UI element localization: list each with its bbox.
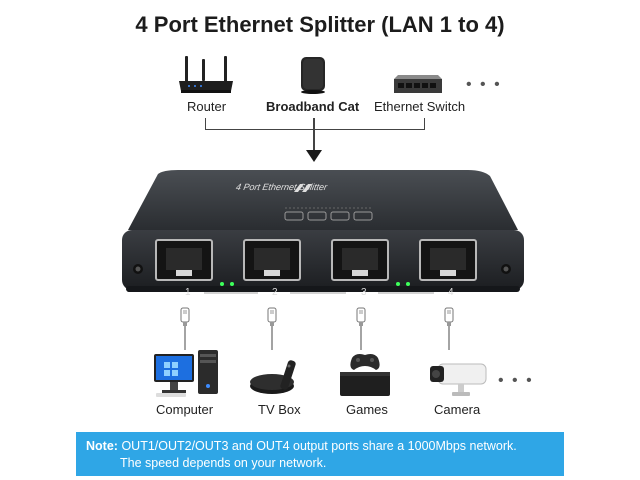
ethernet-cable-icon — [267, 307, 277, 350]
output-label-tv-box: TV Box — [258, 402, 301, 417]
output-label-games: Games — [346, 402, 388, 417]
ethernet-switch-icon — [394, 75, 442, 93]
tv-box-icon — [250, 360, 296, 394]
port-number-3: 3 — [361, 287, 367, 298]
source-connector — [205, 118, 425, 130]
more-outputs-indicator: • • • — [498, 372, 534, 389]
ethernet-cable-icon — [180, 307, 190, 350]
device-caption: 4 Port Ethernet Splitter — [235, 182, 328, 192]
note-banner: Note: OUT1/OUT2/OUT3 and OUT4 output por… — [76, 432, 564, 476]
more-sources-indicator: • • • — [466, 76, 502, 93]
connector-stem — [313, 118, 315, 152]
computer-icon — [154, 350, 218, 397]
source-label-broadband-cat: Broadband Cat — [266, 99, 360, 114]
note-line-2: The speed depends on your network. — [120, 456, 327, 470]
port-number-4: 4 — [448, 287, 454, 298]
ethernet-splitter-device — [122, 170, 524, 294]
ethernet-cable-icon — [444, 307, 454, 350]
source-label-ethernet-switch: Ethernet Switch — [374, 99, 466, 114]
page-title: 4 Port Ethernet Splitter (LAN 1 to 4) — [135, 12, 505, 37]
game-console-icon — [340, 354, 390, 396]
note-line-1: OUT1/OUT2/OUT3 and OUT4 output ports sha… — [121, 439, 517, 453]
output-label-computer: Computer — [156, 402, 214, 417]
router-icon — [179, 56, 233, 93]
source-label-router: Router — [187, 99, 227, 114]
port-number-2: 2 — [272, 287, 278, 298]
note-lead: Note: — [86, 439, 118, 453]
security-camera-icon — [430, 363, 487, 396]
output-label-camera: Camera — [434, 402, 481, 417]
port-number-1: 1 — [185, 287, 191, 298]
ethernet-cable-icon — [356, 307, 366, 350]
arrow-down-icon — [306, 150, 322, 162]
broadband-cat-icon — [301, 57, 325, 94]
